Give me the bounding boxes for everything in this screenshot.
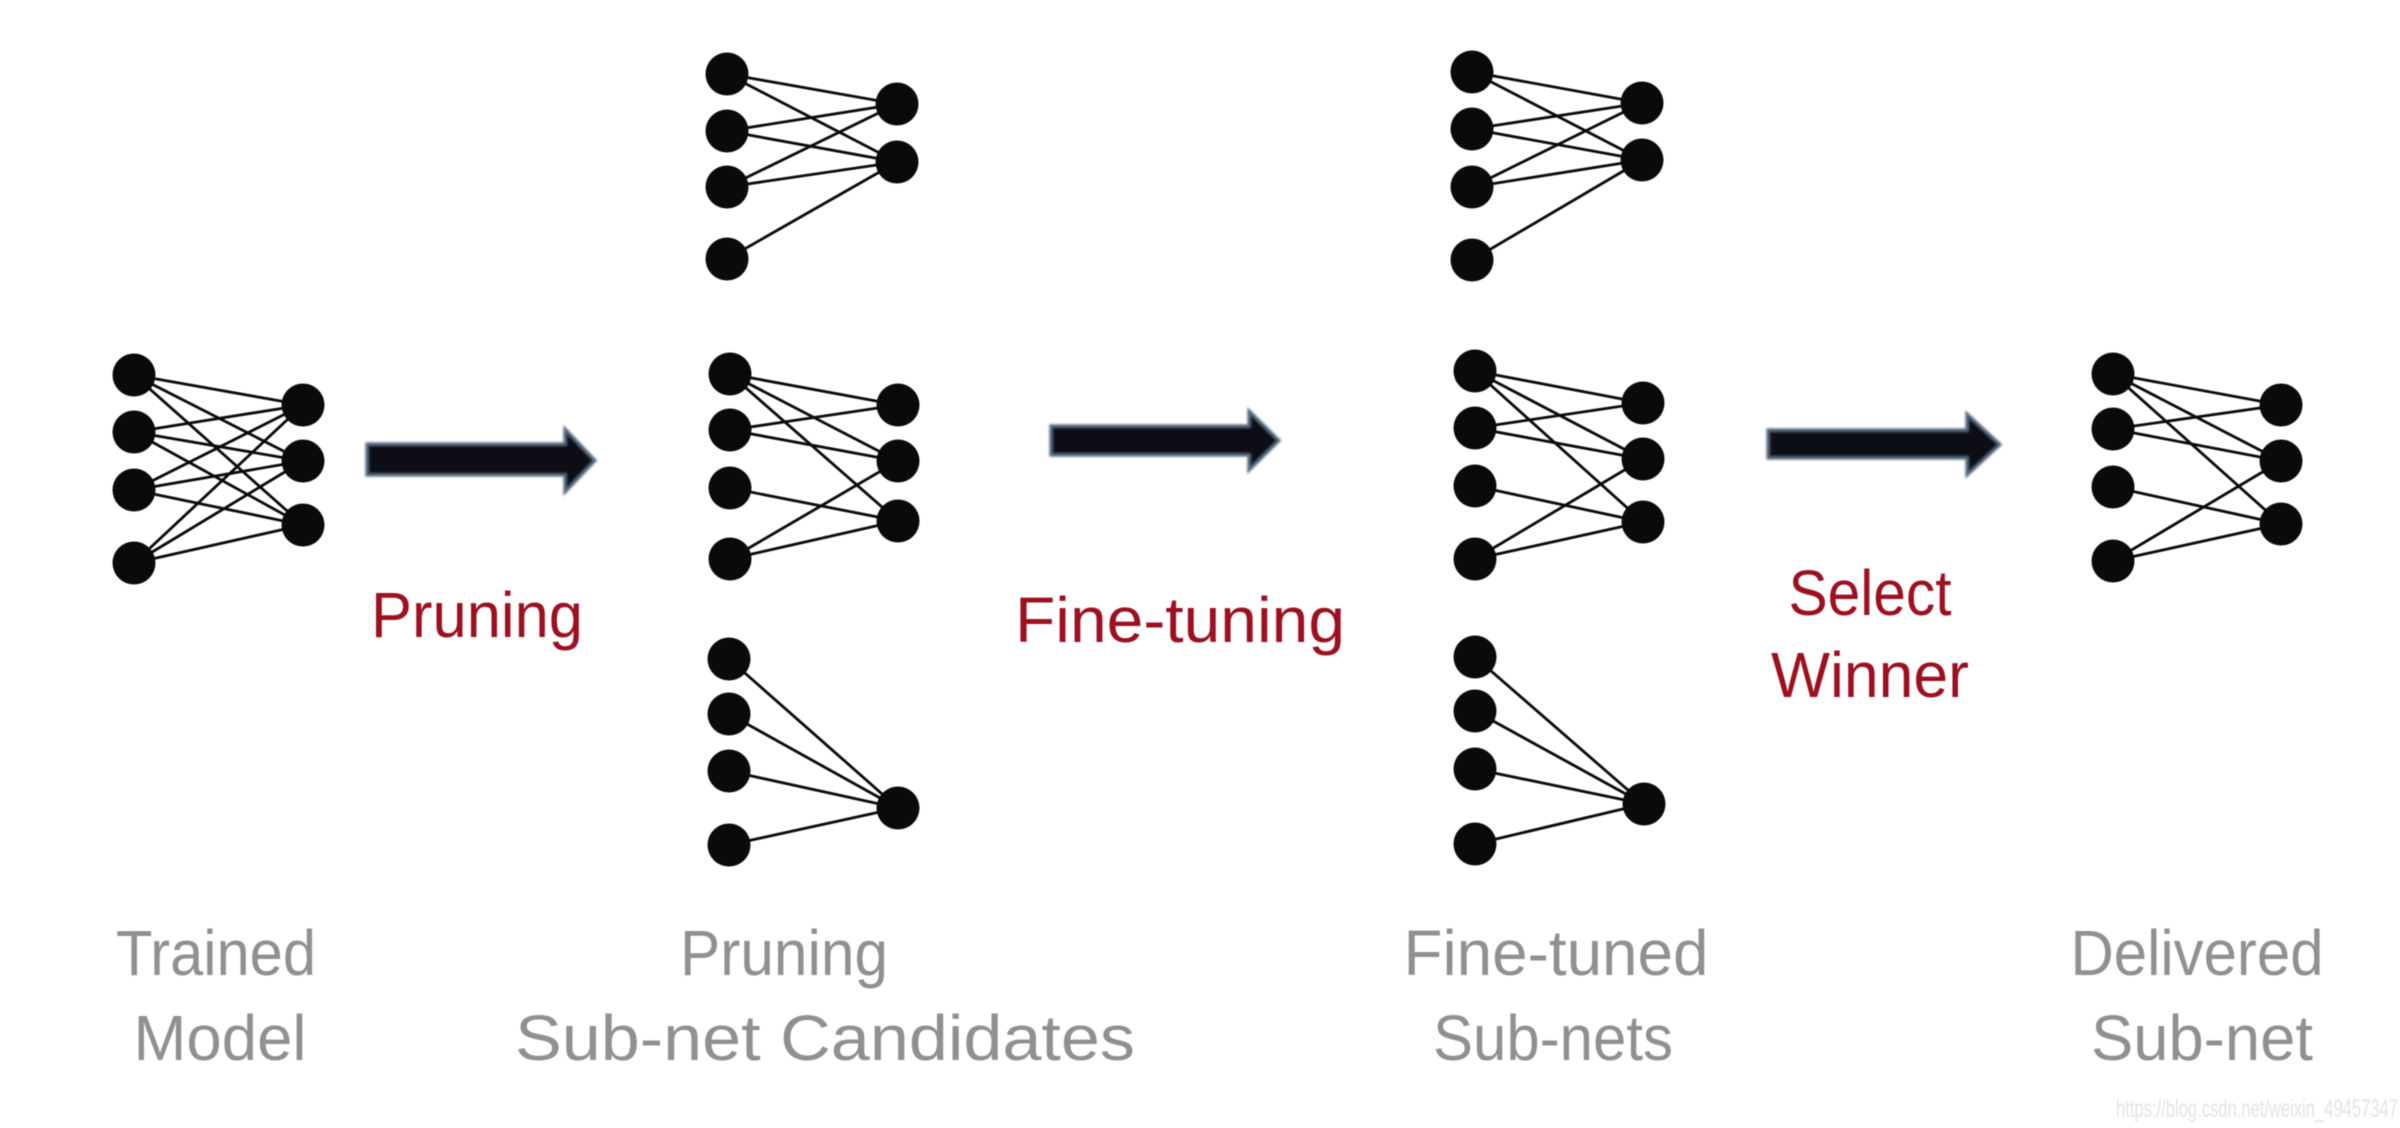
svg-text:Sub-nets: Sub-nets [1433,1002,1673,1074]
svg-text:https://blog.csdn.net/weixin_4: https://blog.csdn.net/weixin_49457347 [2116,1095,2398,1123]
svg-text:Fine-tuned: Fine-tuned [1404,917,1709,989]
svg-text:Delivered: Delivered [2071,917,2324,989]
svg-text:Winner: Winner [1771,639,1969,711]
svg-text:Sub-net: Sub-net [2091,1002,2313,1074]
svg-text:Model: Model [134,1002,307,1074]
svg-text:Trained: Trained [116,917,316,989]
svg-text:Sub-net Candidates: Sub-net Candidates [515,1002,1135,1074]
svg-text:Select: Select [1789,557,1952,629]
svg-text:Fine-tuning: Fine-tuning [1015,584,1345,656]
svg-text:Pruning: Pruning [680,917,888,989]
svg-text:Pruning: Pruning [371,579,583,651]
